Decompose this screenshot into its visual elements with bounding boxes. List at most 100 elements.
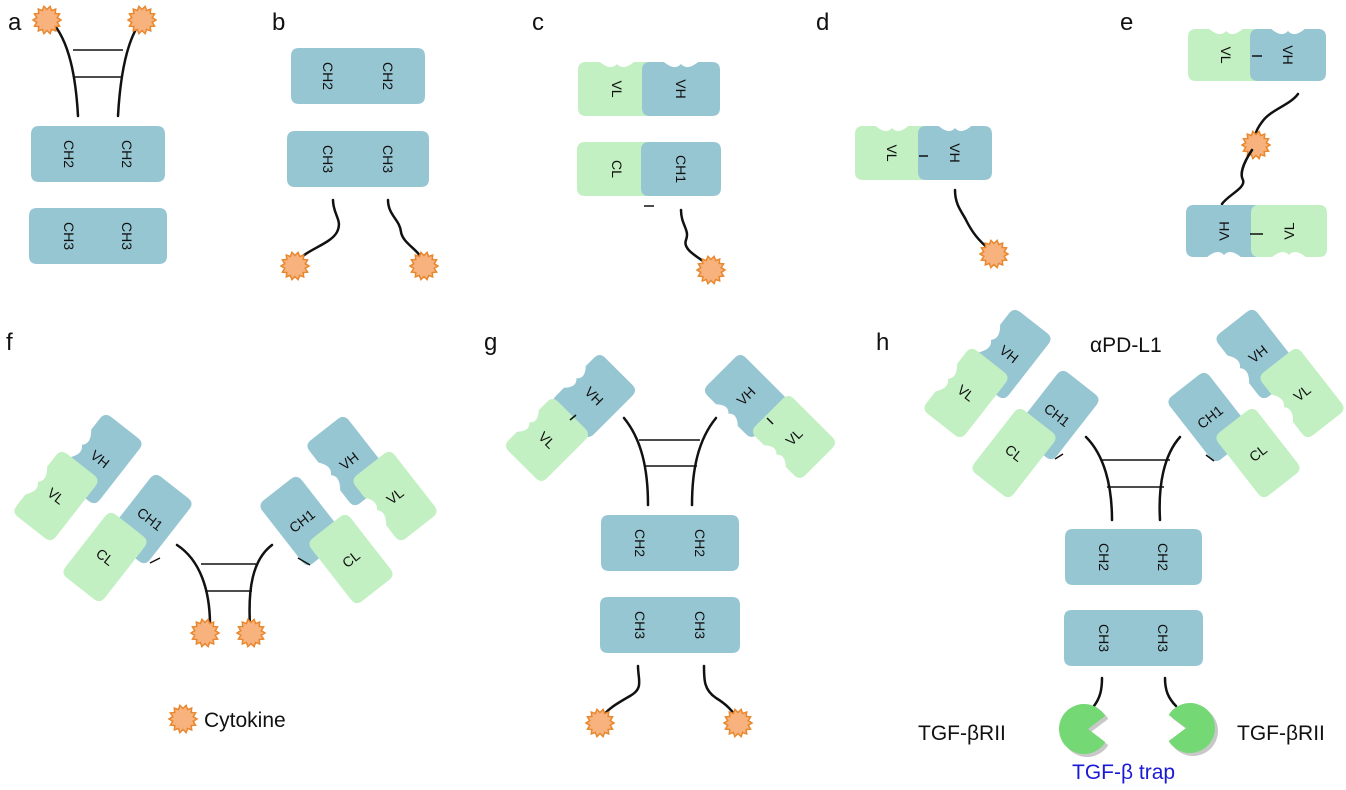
panel-label-c: c — [532, 9, 544, 36]
domain-body — [1188, 29, 1264, 81]
vh-domain: VH — [1186, 205, 1262, 257]
domain-label: CH2 — [1155, 543, 1171, 571]
panel-d: VL VH — [855, 126, 1010, 269]
domain-body — [505, 398, 589, 482]
ch3-domain: CH3 — [1123, 610, 1203, 666]
cl-domain: CL — [1216, 408, 1300, 498]
disulfide-bond — [1054, 453, 1064, 460]
cytokine-icon — [722, 708, 754, 738]
linker — [1220, 148, 1254, 206]
domain-label: CH2 — [320, 62, 336, 90]
disulfide-bond — [1205, 454, 1215, 462]
cytokine-burst — [189, 618, 221, 648]
vl-domain: VL — [1251, 205, 1327, 257]
linker — [1092, 676, 1104, 708]
panel-label-h: h — [876, 329, 889, 356]
cytokine-icon — [584, 708, 616, 738]
domain-body — [291, 48, 365, 104]
panel-f: VH VL CH1 CL VH VL CH1 CL — [14, 414, 437, 648]
vl-domain: VL — [505, 398, 589, 482]
domain-body — [642, 62, 720, 116]
receptor-label-left: TGF-βRII — [918, 722, 1006, 745]
panel-label-f: f — [6, 329, 13, 356]
domain-body — [1216, 408, 1300, 498]
cytokine-icon — [1240, 130, 1272, 160]
vl-domain: VL — [14, 451, 98, 541]
ch1-domain: CH1 — [641, 142, 721, 196]
tgf-beta-receptor-pacman-icon — [1168, 703, 1218, 756]
panel-b: CH2 CH2 CH3 CH3 — [279, 48, 440, 281]
domain-body — [661, 515, 739, 571]
cytokine-icon — [31, 5, 63, 35]
panel-h: αPD-L1 VH VL CH1 CL VH VL CH1 CL CH2 CH2… — [918, 309, 1344, 784]
receptor-label-right: TGF-βRII — [1237, 722, 1325, 745]
domain-label: CL — [609, 160, 625, 178]
ch2-domain: CH2 — [89, 126, 165, 182]
domain-body — [1260, 348, 1344, 438]
domain-label: CH2 — [380, 62, 396, 90]
cytokine-burst — [126, 5, 158, 35]
domain-body — [601, 515, 679, 571]
cl-domain: CL — [309, 514, 393, 604]
cytokine-icon — [235, 618, 267, 648]
domain-label: VL — [609, 80, 625, 97]
domain-label: CH2 — [1096, 543, 1112, 571]
cl-domain: CL — [972, 408, 1056, 498]
vh-domain: VH — [918, 126, 992, 180]
domain-label: CH3 — [61, 222, 77, 250]
domain-label: CH2 — [61, 140, 77, 168]
hinge-left — [48, 18, 80, 118]
cytokine-icon — [408, 251, 440, 281]
domain-body — [972, 408, 1056, 498]
domain-body — [641, 142, 721, 196]
cytokine-burst — [167, 704, 199, 734]
domain-body — [87, 208, 167, 264]
ch2-domain: CH2 — [291, 48, 365, 104]
domain-body — [309, 514, 393, 604]
domain-label: CH1 — [673, 155, 689, 183]
legend-cytokine-label: Cytokine — [204, 709, 286, 732]
cytokine-burst — [408, 251, 440, 281]
ch3-domain: CH3 — [660, 597, 740, 653]
linker-short — [766, 417, 774, 425]
linker — [295, 198, 341, 264]
vl-domain: VL — [1188, 29, 1264, 81]
hinge-left — [1084, 435, 1114, 522]
domain-label: CH3 — [692, 611, 708, 639]
domain-body — [577, 142, 657, 196]
domain-label: CH3 — [1155, 624, 1171, 652]
domain-label: VH — [947, 143, 963, 162]
domain-body — [660, 597, 740, 653]
cl-domain: CL — [577, 142, 657, 196]
cytokine-burst — [722, 708, 754, 738]
panel-label-g: g — [484, 329, 497, 356]
domain-body — [353, 451, 437, 541]
domain-label: VH — [1216, 221, 1232, 240]
domain-body — [1065, 529, 1143, 585]
panel-a: CH2 CH2 CH3 CH3 — [29, 5, 167, 264]
linker-short — [569, 414, 577, 421]
linker — [386, 198, 425, 264]
domain-body — [855, 126, 929, 180]
cytokine-burst — [1240, 130, 1272, 160]
vl-domain: VL — [578, 62, 656, 116]
ch3-domain: CH3 — [87, 208, 167, 264]
tgf-beta-receptor-pacman-icon — [1058, 704, 1109, 757]
cytokine-burst — [978, 239, 1010, 269]
domain-label: CH3 — [1096, 624, 1112, 652]
linker — [600, 664, 641, 720]
domain-label: VH — [673, 79, 689, 98]
linker — [1163, 676, 1178, 708]
vh-domain: VH — [1250, 29, 1326, 81]
disulfide-bond — [149, 557, 161, 564]
panel-g: VH VL VH VL CH2 CH2 CH3 CH3 — [505, 354, 836, 738]
cytokine-burst — [584, 708, 616, 738]
domain-body — [89, 126, 165, 182]
ch2-domain: CH2 — [351, 48, 425, 104]
panel-label-a: a — [8, 9, 22, 36]
trap-label: TGF-β trap — [1072, 761, 1175, 784]
cytokine-icon — [279, 251, 311, 281]
vl-domain: VL — [353, 451, 437, 541]
linker — [679, 208, 712, 268]
domain-label: VL — [884, 144, 900, 161]
